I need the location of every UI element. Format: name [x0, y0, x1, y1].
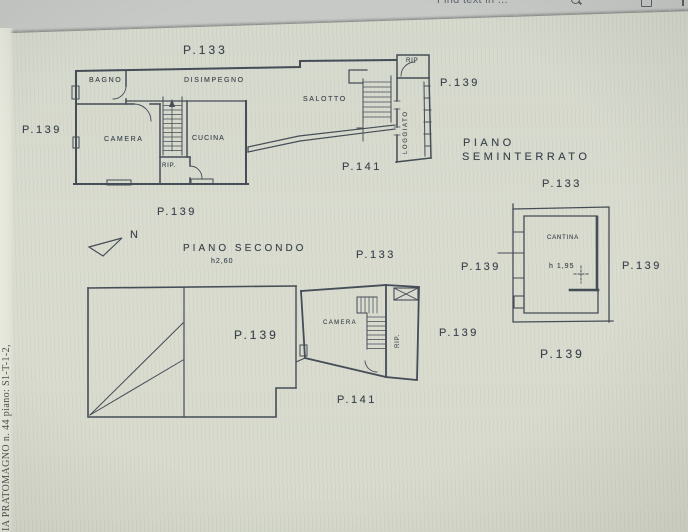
parcel-label-139-left: P.139 [22, 124, 62, 136]
page-edge [0, 28, 14, 532]
room-label-camera: CAMERA [104, 136, 144, 143]
room-label-rip-2: RIP. [395, 333, 401, 348]
parcel-label-133-mid: P.133 [356, 249, 396, 261]
parcel-label-139-below: P.139 [157, 206, 197, 218]
margin-address-note: IA PRATOMAGNO n. 44 piano: S1-T-1-2, [1, 344, 12, 531]
room-label-salotto: SALOTTO [303, 96, 347, 103]
parcel-label-139-right-3: P.139 [622, 260, 662, 272]
room-label-cucina: CUCINA [192, 135, 225, 142]
text-cursor-icon[interactable] [678, 0, 688, 6]
parcel-label-141: P.141 [342, 161, 382, 173]
room-label-bagno: BAGNO [89, 77, 123, 84]
search-icon[interactable] [570, 0, 582, 6]
viewer-toolbar: Find text in ... [0, 0, 688, 10]
room-label-rip-top: RIP [406, 58, 419, 64]
plan-title-seminterrato-line2: SEMINTERRATO [462, 151, 591, 163]
height-note-cantina: h 1,95 [549, 263, 575, 270]
plan-title-secondo: PIANO SECONDO [183, 243, 307, 254]
parcel-label-133-cantina: P.133 [542, 178, 582, 190]
height-note-secondo: h2,60 [211, 258, 234, 265]
parcel-label-133-top: P.133 [183, 43, 228, 57]
parcel-label-139-right-2: P.139 [439, 327, 479, 339]
compass-north-label: N [130, 229, 138, 241]
room-label-camera-2: CAMERA [323, 320, 358, 326]
room-label-disimpegno: DISIMPEGNO [184, 77, 245, 84]
room-label-rip: RIP. [162, 163, 177, 169]
parcel-label-139-below-3: P.139 [540, 347, 585, 361]
parcel-label-139-right: P.139 [440, 77, 480, 89]
parcel-label-141-2: P.141 [337, 394, 377, 406]
room-label-loggiato: LOGGIATO [403, 110, 409, 154]
page-icon[interactable] [640, 0, 652, 7]
parcel-label-139-inside: P.139 [234, 328, 279, 342]
parcel-label-139-left-3: P.139 [461, 261, 501, 273]
plan-title-seminterrato-line1: PIANO [463, 137, 515, 149]
room-label-cantina: CANTINA [547, 235, 579, 241]
find-text-hint: Find text in ... [437, 0, 508, 6]
